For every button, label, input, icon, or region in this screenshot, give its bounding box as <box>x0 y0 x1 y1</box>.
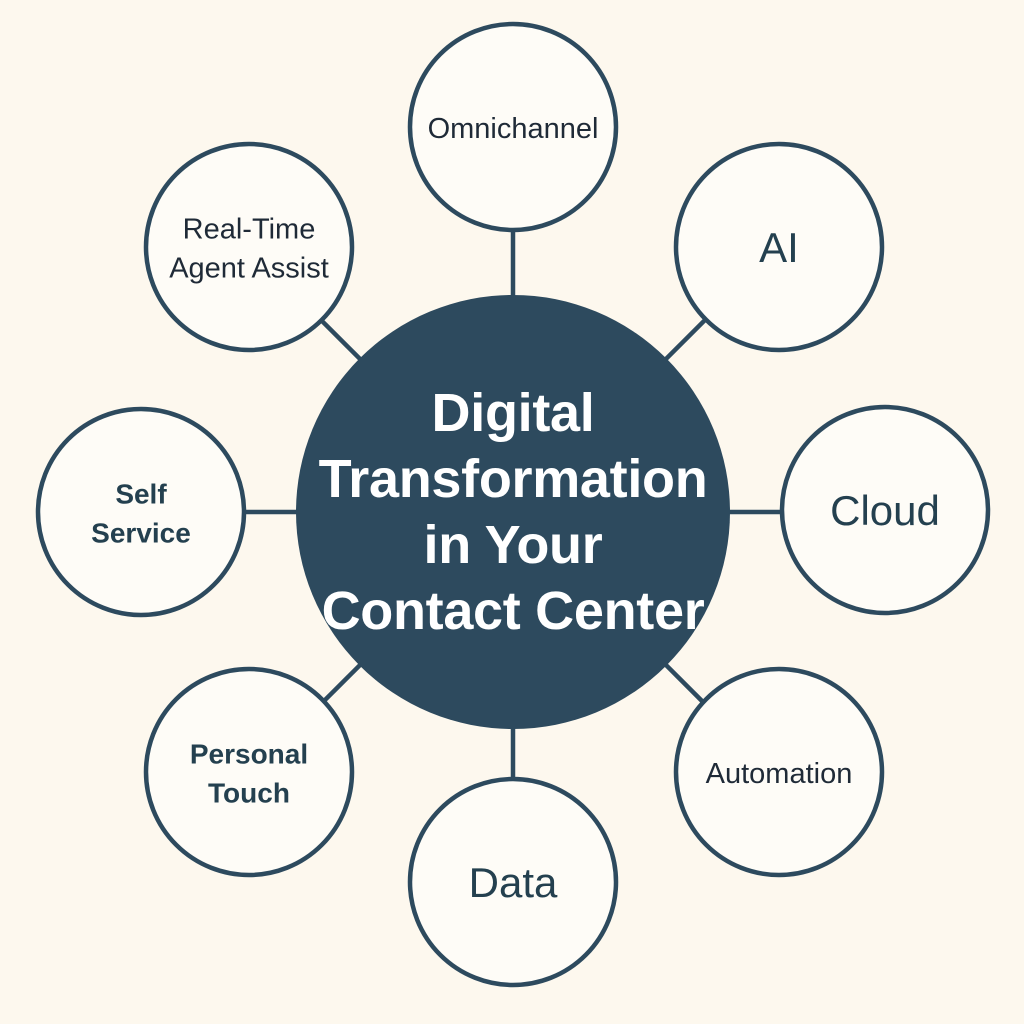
node-omnichannel[interactable]: Omnichannel <box>407 21 619 233</box>
node-label-line: Personal <box>190 739 308 770</box>
node-cloud[interactable]: Cloud <box>779 404 991 616</box>
node-label-ai: AI <box>759 224 799 271</box>
node-circle-ai <box>673 141 885 353</box>
hub-label-line: Digital <box>432 383 595 443</box>
spoke-line-personal-touch <box>320 662 363 705</box>
node-label-line: Self <box>115 479 167 510</box>
node-label-line: Agent Assist <box>169 253 329 285</box>
spoke-lines-group <box>242 228 785 781</box>
node-label-line: Service <box>91 518 191 549</box>
node-circle-automation <box>673 666 885 878</box>
spoke-line-real-time-agent-assist <box>318 317 363 362</box>
node-circle-cloud <box>779 404 991 616</box>
node-automation[interactable]: Automation <box>673 666 885 878</box>
node-circle-data <box>407 776 619 988</box>
node-label-data: Data <box>469 859 558 906</box>
node-circle-self-service <box>35 406 247 618</box>
node-label-line: Omnichannel <box>428 113 599 145</box>
node-label-line: Cloud <box>830 487 940 534</box>
node-circle-real-time-agent-assist <box>143 141 355 353</box>
hub-label-line: Contact Center <box>322 581 705 641</box>
node-label-omnichannel: Omnichannel <box>428 113 599 145</box>
hub-label-line: Transformation <box>319 449 708 509</box>
node-ai[interactable]: AI <box>673 141 885 353</box>
node-label-line: AI <box>759 224 799 271</box>
node-label-line: Data <box>469 859 558 906</box>
node-label-line: Automation <box>706 758 853 790</box>
node-circle-personal-touch <box>143 666 355 878</box>
spoke-line-ai <box>663 316 709 362</box>
node-label-cloud: Cloud <box>830 487 940 534</box>
hub-label-line: in Your <box>424 515 603 575</box>
node-label-automation: Automation <box>706 758 853 790</box>
spoke-line-automation <box>663 662 707 706</box>
node-circle-omnichannel <box>407 21 619 233</box>
node-label-line: Real-Time <box>183 214 316 246</box>
node-label-line: Touch <box>208 778 290 809</box>
node-data[interactable]: Data <box>407 776 619 988</box>
hub-circle <box>296 295 730 729</box>
